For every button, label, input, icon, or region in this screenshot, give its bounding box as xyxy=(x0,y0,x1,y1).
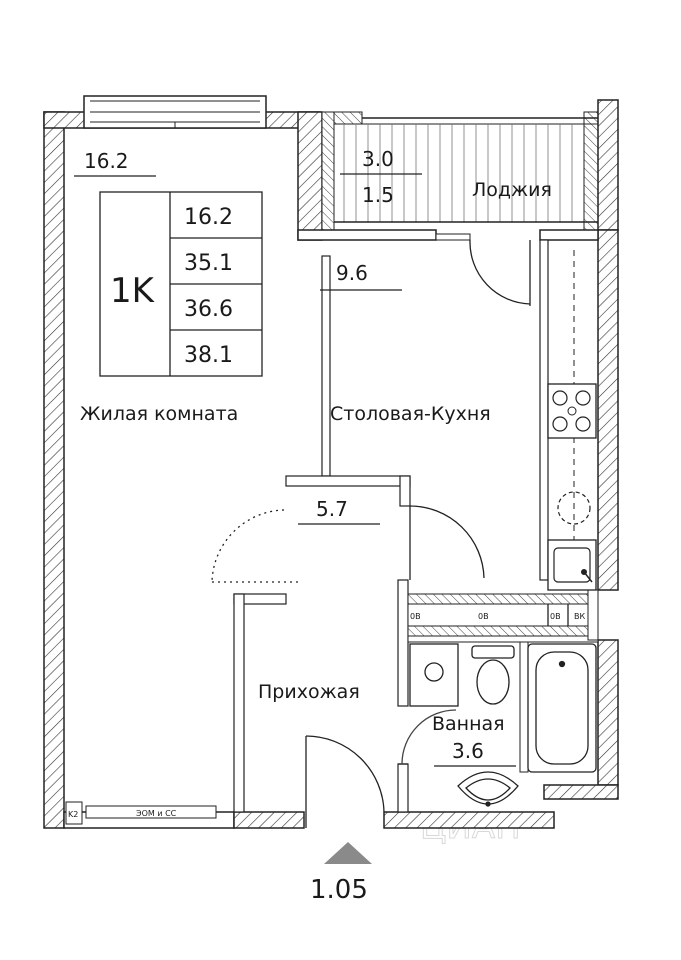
bathtub-icon xyxy=(527,643,597,773)
area-with-loggia-reduced: 36.6 xyxy=(184,297,233,322)
apartment-code: 1K xyxy=(110,271,156,311)
loggia-structure xyxy=(297,117,599,241)
bath-area: 3.6 xyxy=(452,739,484,763)
loggia-area-top: 3.0 xyxy=(362,147,394,171)
meters-label: ЭОМ и СС xyxy=(136,809,177,818)
floor-label: 1.05 xyxy=(310,875,368,905)
kitchen-fixtures xyxy=(547,250,597,591)
area-living: 16.2 xyxy=(184,205,233,230)
meter-box: K2 ЭОМ и СС xyxy=(65,801,217,825)
living-room-area: 16.2 xyxy=(84,149,129,173)
loggia-area-bottom: 1.5 xyxy=(362,183,394,207)
kitchen-name: Столовая-Кухня xyxy=(330,403,491,425)
fridge-icon xyxy=(557,491,591,525)
washbasin-icon xyxy=(457,771,519,807)
stove-icon xyxy=(547,383,597,439)
exterior-walls xyxy=(43,95,619,829)
toilet-icon xyxy=(471,645,515,705)
ov-label-1: 0В xyxy=(410,612,421,621)
bathroom-fixtures xyxy=(409,604,597,807)
living-room-name: Жилая комната xyxy=(80,403,238,425)
washing-machine-icon xyxy=(409,643,459,707)
room-labels: 16.2 Жилая комната 3.0 1.5 Лоджия 9.6 Ст… xyxy=(74,147,552,767)
interior-walls xyxy=(233,239,599,813)
area-total: 35.1 xyxy=(184,251,233,276)
area-table: 1K 16.2 35.1 36.6 38.1 xyxy=(99,191,263,377)
ov-label-2: 0В xyxy=(478,612,489,621)
hall-area: 5.7 xyxy=(316,497,348,521)
area-with-loggia-full: 38.1 xyxy=(184,343,233,368)
k2-label: K2 xyxy=(68,810,78,819)
bath-name: Ванная xyxy=(432,713,505,735)
ov-label-3: 0В xyxy=(550,612,561,621)
vk-label: ВК xyxy=(574,612,585,621)
loggia-name: Лоджия xyxy=(472,179,552,201)
entrance-arrow-icon xyxy=(324,842,372,864)
hall-name: Прихожая xyxy=(258,681,360,703)
kitchen-area: 9.6 xyxy=(336,261,368,285)
doors xyxy=(211,239,531,828)
